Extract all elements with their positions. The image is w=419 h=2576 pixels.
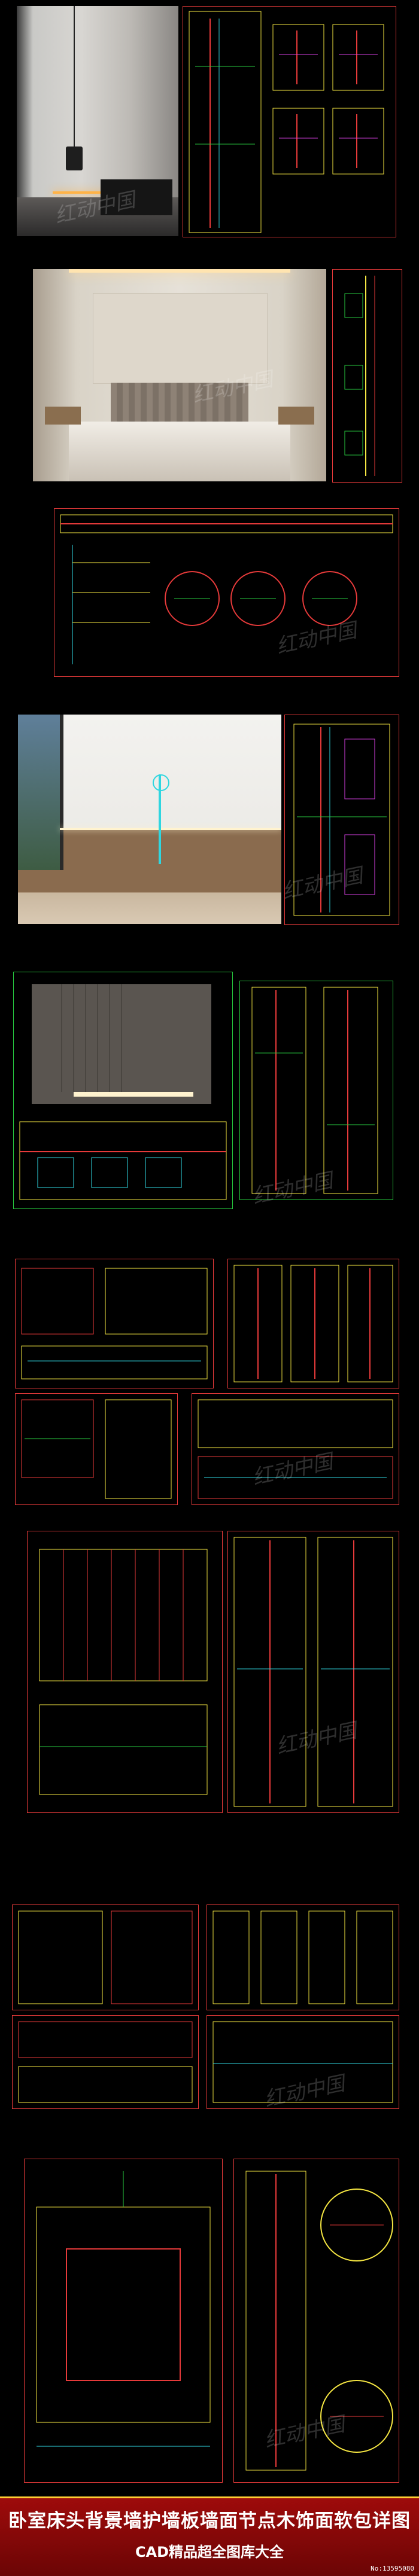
cad-sheet-6d	[192, 1393, 399, 1505]
cad-sheet-8b	[207, 1904, 399, 2010]
cad-sheet-6b	[227, 1259, 399, 1388]
cad-sheet-8a	[12, 1904, 199, 2010]
footer-title: 卧室床头背景墙护墙板墙面节点木饰面软包详图	[8, 2510, 411, 2532]
cad-detail-4	[284, 715, 399, 925]
footer-number: No:13595080	[371, 2565, 414, 2572]
footer-subtitle: CAD精品超全图库大全	[135, 2544, 284, 2560]
cad-sheet-6a	[15, 1259, 214, 1388]
cad-plan-9	[24, 2159, 223, 2483]
cad-detail-3	[54, 508, 399, 677]
bedroom-photo-2	[33, 269, 326, 481]
cad-detail-9	[233, 2159, 399, 2483]
wall-photo	[18, 715, 281, 924]
cad-detail-5	[239, 981, 393, 1200]
footer-banner: 卧室床头背景墙护墙板墙面节点木饰面软包详图 CAD精品超全图库大全 No:135…	[0, 2496, 419, 2576]
cad-detail-1	[183, 6, 396, 237]
bedroom-photo-1	[17, 6, 178, 236]
cad-sheet-7a	[27, 1531, 223, 1813]
cad-sheet-8d	[207, 2015, 399, 2109]
cad-sheet-6c	[15, 1393, 178, 1505]
cad-elevation-5	[13, 972, 233, 1209]
cad-sheet-7b	[227, 1531, 399, 1813]
cad-detail-2	[332, 269, 402, 483]
cad-sheet-8c	[12, 2015, 199, 2109]
